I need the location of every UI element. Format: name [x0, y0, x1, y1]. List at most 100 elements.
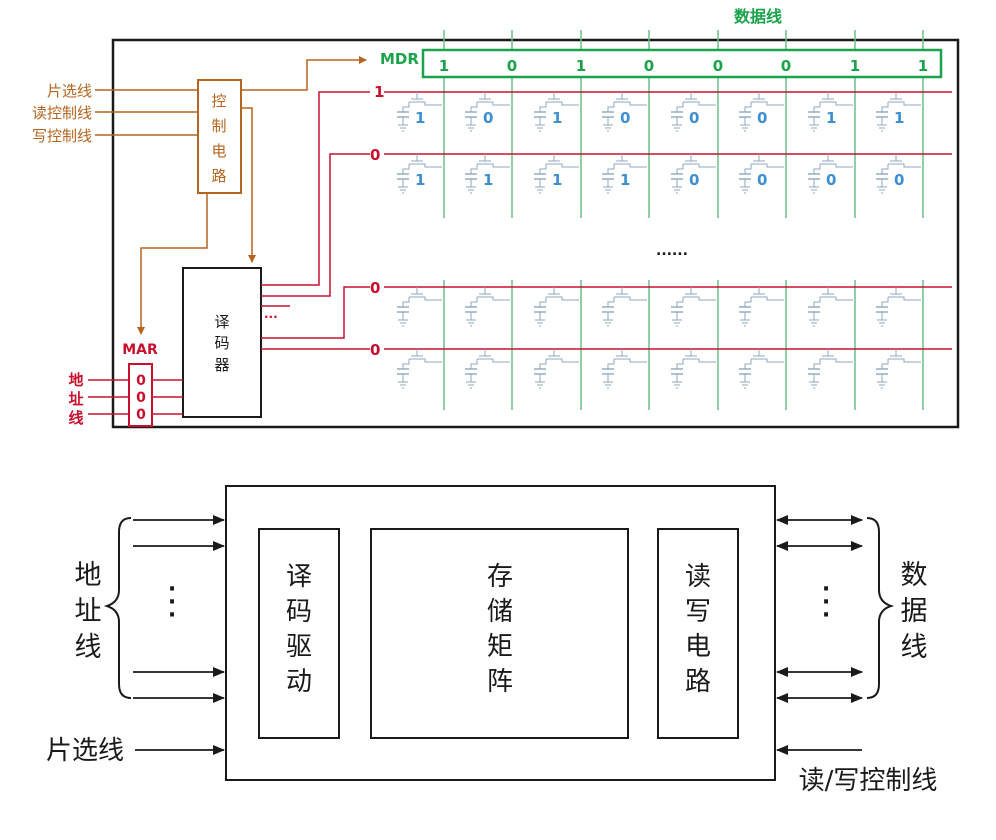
memory-cell: 0: [671, 154, 716, 194]
bottom-data-char-2: 据: [901, 596, 928, 627]
storage-matrix-char-2: 储: [487, 597, 513, 627]
memory-cell: [534, 349, 579, 389]
bottom-address-char-3: 线: [75, 632, 102, 663]
cell-value-r1-c7: 1: [826, 109, 836, 127]
memory-cell: 1: [397, 154, 442, 194]
memory-cell: [465, 349, 510, 389]
data-vdot-2: ·: [822, 590, 830, 615]
control-to-mdr-arrow: [241, 56, 367, 91]
cell-value-r1-c8: 1: [894, 109, 904, 127]
rw-circuit-char-1: 读: [685, 562, 711, 592]
memory-cell: 1: [465, 154, 510, 194]
rw-circuit-char-3: 电: [685, 632, 711, 662]
read-control-input-label: 读控制线: [32, 104, 92, 122]
data-brace: [866, 517, 895, 699]
mar-bit-1: 0: [136, 373, 146, 389]
memory-cell: [602, 287, 647, 327]
memory-cell: [397, 287, 442, 327]
data-line-arrows: · · ·: [776, 515, 863, 703]
bottom-data-char-3: 线: [901, 632, 928, 663]
memory-cell: [876, 349, 921, 389]
mdr-bit-7: 1: [850, 57, 860, 75]
rows-ellipsis: ......: [656, 243, 688, 259]
data-vdot-1: ·: [822, 577, 830, 602]
decoder-char-3: 器: [214, 356, 229, 374]
memory-cell: [739, 349, 784, 389]
cell-value-r2-c3: 1: [552, 171, 562, 189]
data-lines: [443, 30, 924, 410]
storage-cells: 1 0 1 0 0 0 1 1 1 1 1 1 0 0 0 0: [397, 92, 921, 389]
memory-cell: 1: [876, 92, 921, 132]
cell-value-r1-c6: 0: [757, 109, 767, 127]
cell-value-r2-c4: 1: [620, 171, 630, 189]
chip-select-input-label: 片选线: [47, 82, 92, 100]
decoder-driver-box: [258, 528, 340, 739]
cell-value-r1-c4: 0: [620, 109, 630, 127]
cell-value-r2-c1: 1: [415, 171, 425, 189]
word-line-label-2: 0: [370, 146, 380, 164]
memory-cell: 0: [465, 92, 510, 132]
storage-matrix-char-1: 存: [487, 562, 513, 592]
word-line-label-1: 1: [374, 83, 384, 101]
address-vdot-2: ·: [168, 590, 176, 615]
memory-cell: [808, 287, 853, 327]
memory-cell: [739, 287, 784, 327]
memory-cell: 1: [602, 154, 647, 194]
memory-cell: 0: [876, 154, 921, 194]
memory-cell: 1: [808, 92, 853, 132]
address-char-3: 线: [68, 409, 83, 427]
address-char-2: 址: [68, 390, 83, 408]
cell-value-r2-c6: 0: [757, 171, 767, 189]
cell-value-r2-c7: 0: [826, 171, 836, 189]
memory-cell: 0: [602, 92, 647, 132]
storage-matrix-char-3: 矩: [487, 632, 513, 662]
mdr-label: MDR: [380, 50, 419, 68]
cell-value-r2-c2: 1: [483, 171, 493, 189]
decoder-driver-char-3: 驱: [286, 632, 312, 662]
address-brace: [103, 517, 132, 699]
chip-block-outline: [225, 485, 776, 781]
memory-chip-outline: [111, 38, 960, 429]
data-vdot-3: ·: [822, 603, 830, 628]
memory-cell: 0: [739, 154, 784, 194]
memory-cell: 1: [534, 92, 579, 132]
cell-value-r2-c8: 0: [894, 171, 904, 189]
bottom-address-char-2: 址: [75, 596, 102, 627]
memory-cell: [671, 349, 716, 389]
mdr-bit-5: 0: [713, 57, 723, 75]
address-vdot-1: ·: [168, 577, 176, 602]
mdr-register: [421, 48, 943, 79]
mdr-bit-1: 1: [439, 57, 449, 75]
cell-value-r1-c2: 0: [483, 109, 493, 127]
control-circuit-char-3: 电: [211, 142, 226, 160]
decoder-outputs: ···: [261, 91, 370, 350]
bottom-data-char-1: 数: [901, 560, 928, 591]
memory-cell: [808, 349, 853, 389]
decoder-char-1: 译: [214, 313, 229, 331]
rw-circuit-char-4: 路: [685, 667, 711, 697]
mdr-bit-4: 0: [644, 57, 654, 75]
mdr-bit-3: 1: [576, 57, 586, 75]
word-line-label-4: 0: [370, 341, 380, 359]
rw-circuit-box: [657, 528, 739, 739]
decoder-driver-char-4: 动: [286, 667, 312, 697]
memory-cell: 0: [739, 92, 784, 132]
cell-value-r1-c1: 1: [415, 109, 425, 127]
cell-value-r1-c5: 0: [689, 109, 699, 127]
control-circuit-char-2: 制: [211, 117, 226, 135]
memory-cell: 0: [671, 92, 716, 132]
bottom-address-char-1: 地: [75, 560, 102, 591]
memory-cell: 1: [534, 154, 579, 194]
bottom-rw-control-label: 读/写控制线: [799, 766, 938, 796]
write-control-input-label: 写控制线: [32, 127, 92, 145]
memory-cell: [671, 287, 716, 327]
address-line-arrows: · · ·: [133, 515, 225, 703]
mar-bit-3: 0: [136, 407, 146, 423]
mar-bit-2: 0: [136, 390, 146, 406]
control-to-mar-arrow: [137, 193, 208, 335]
control-circuit-box: [197, 79, 242, 194]
cell-value-r1-c3: 1: [552, 109, 562, 127]
word-line-label-3: 0: [370, 279, 380, 297]
